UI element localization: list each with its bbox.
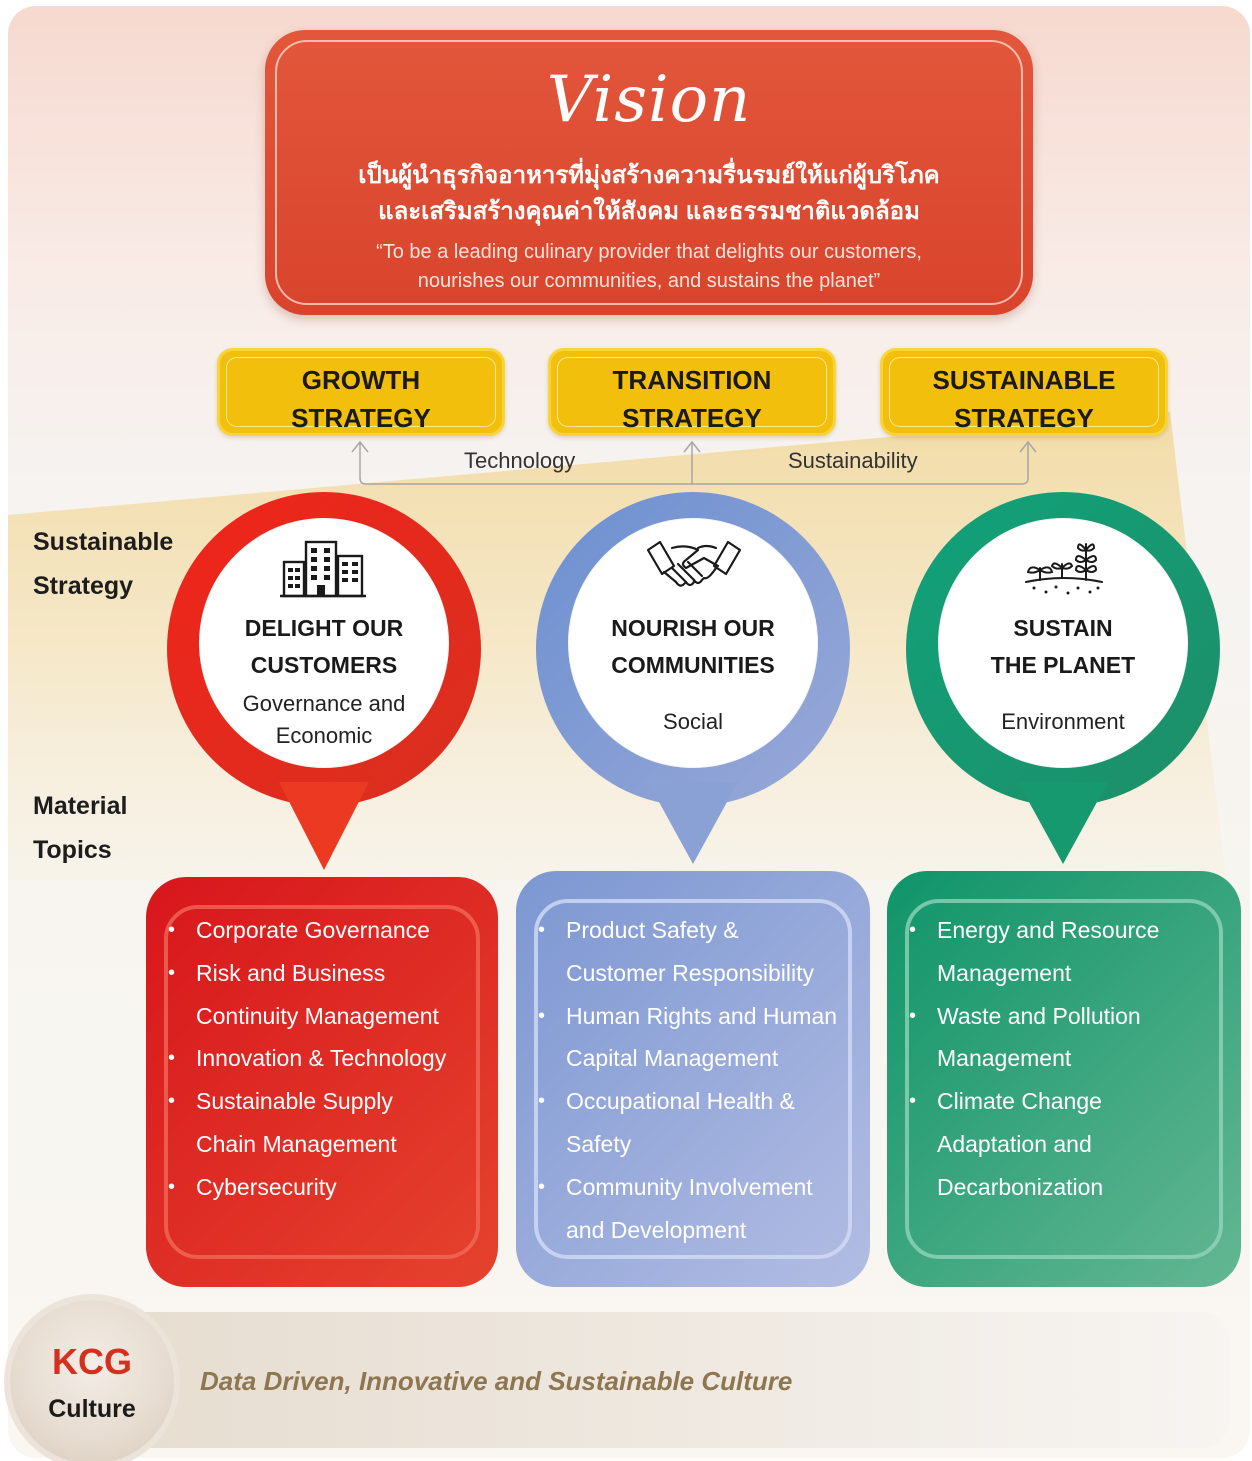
strategy-label-line: GROWTH (301, 365, 421, 395)
vision-english-text: “To be a leading culinary provider that … (265, 238, 1033, 296)
pillar-title: SUSTAIN THE PLANET (906, 610, 1220, 684)
culture-tagline: Data Driven, Innovative and Sustainable … (200, 1366, 793, 1396)
strategy-frame (226, 357, 496, 427)
transition-strategy-box: TRANSITION STRATEGY (548, 348, 836, 436)
vision-thai-line: และเสริมสร้างคุณค่าให้สังคม และธรรมชาติแ… (378, 198, 920, 225)
topic-item: Human Rights and Human (536, 995, 864, 1038)
strategy-label-line: STRATEGY (622, 403, 762, 433)
strategy-label: TRANSITION STRATEGY (551, 361, 833, 437)
pillar-subtitle-line: Economic (275, 723, 373, 748)
pillar-title-line: SUSTAIN (1013, 615, 1113, 641)
environment-topics-box: Energy and Resource Management Waste and… (887, 871, 1241, 1287)
pillar-title-line: DELIGHT OUR (244, 615, 404, 641)
pillar-subtitle-line: Governance and (242, 691, 406, 716)
growth-strategy-box: GROWTH STRATEGY (217, 348, 505, 436)
topic-item-continued: Continuity Management (196, 1002, 439, 1029)
vision-english-line: nourishes our communities, and sustains … (417, 270, 881, 292)
topic-item: Waste and Pollution (907, 995, 1235, 1038)
topic-item: Community Involvement (536, 1166, 864, 1209)
pillar-title-line: NOURISH OUR (611, 615, 775, 641)
topic-item-continued: Adaptation and (937, 1130, 1092, 1157)
social-topic-list: Product Safety & Customer Responsibility… (536, 909, 864, 1251)
pin-face (938, 518, 1188, 768)
strategy-label: GROWTH STRATEGY (220, 361, 502, 437)
side-label-line: Strategy (33, 572, 134, 600)
topic-item: Occupational Health & (536, 1080, 864, 1123)
vision-box: Vision เป็นผู้นำธุรกิจอาหารที่มุ่งสร้างค… (265, 30, 1033, 315)
kcg-title: KCG (52, 1341, 132, 1382)
social-topics-box: Product Safety & Customer Responsibility… (516, 871, 870, 1287)
topic-item-continued: Decarbonization (937, 1173, 1104, 1200)
nourish-communities-pin: NOURISH OUR COMMUNITIES Social (536, 492, 850, 872)
topic-item: Risk and Business (166, 952, 492, 995)
vision-english-line: “To be a leading culinary provider that … (376, 241, 922, 263)
governance-topic-list: Corporate Governance Risk and Business C… (166, 909, 492, 1209)
topic-item: Climate Change (907, 1080, 1235, 1123)
strategy-label-line: STRATEGY (954, 403, 1094, 433)
technology-label: Technology (464, 448, 576, 473)
vision-thai-text: เป็นผู้นำธุรกิจอาหารที่มุ่งสร้างความรื่น… (265, 158, 1033, 230)
topic-item: Sustainable Supply (166, 1080, 492, 1123)
topic-item: Product Safety & (536, 909, 864, 952)
topic-item-continued: Safety (566, 1130, 632, 1157)
pillar-title-line: CUSTOMERS (250, 652, 398, 678)
pillar-subtitle-line: Environment (1001, 709, 1125, 734)
material-topics-label: Material Topics (33, 784, 127, 872)
pillar-subtitle-line: Social (663, 709, 723, 734)
pillar-title-line: THE PLANET (990, 652, 1136, 678)
strategy-label: SUSTAINABLE STRATEGY (883, 361, 1165, 437)
topic-item-continued: Customer Responsibility (566, 959, 814, 986)
buildings-icon (280, 540, 366, 598)
strategy-label-line: TRANSITION (612, 365, 772, 395)
topic-item: Energy and Resource (907, 909, 1235, 952)
delight-customers-pin: DELIGHT OUR CUSTOMERS Governance and Eco… (167, 492, 481, 872)
topic-item-continued: Management (937, 959, 1072, 986)
strategy-label-line: STRATEGY (291, 403, 431, 433)
pillar-subtitle: Environment (906, 706, 1220, 738)
kcg-culture-badge: KCG Culture (10, 1300, 174, 1461)
strategy-frame (889, 357, 1159, 427)
strategy-frame (557, 357, 827, 427)
plants-icon (1025, 543, 1103, 595)
vision-thai-line: เป็นผู้นำธุรกิจอาหารที่มุ่งสร้างความรื่น… (358, 162, 940, 189)
vision-title: Vision (546, 63, 752, 137)
pillar-title: NOURISH OUR COMMUNITIES (536, 610, 850, 684)
pillar-title: DELIGHT OUR CUSTOMERS (167, 610, 481, 684)
strategy-label-line: SUSTAINABLE (932, 365, 1116, 395)
sustain-planet-pin: SUSTAIN THE PLANET Environment (906, 492, 1220, 872)
governance-topics-box: Corporate Governance Risk and Business C… (146, 877, 498, 1287)
sustainability-label: Sustainability (788, 448, 918, 473)
pin-face (568, 518, 818, 768)
environment-topic-list: Energy and Resource Management Waste and… (907, 909, 1235, 1209)
topic-item-continued: and Development (566, 1216, 747, 1243)
sustainable-strategy-box: SUSTAINABLE STRATEGY (880, 348, 1168, 436)
topic-item-continued: Chain Management (196, 1130, 397, 1157)
topic-item: Innovation & Technology (166, 1037, 492, 1080)
handshake-icon (646, 540, 742, 587)
topic-item: Cybersecurity (166, 1166, 492, 1209)
topics-frame (534, 899, 852, 1259)
pillar-subtitle: Social (536, 706, 850, 738)
topic-item-continued: Management (937, 1045, 1072, 1072)
vision-frame (275, 40, 1023, 305)
side-label-line: Sustainable (33, 528, 174, 556)
topic-item: Corporate Governance (166, 909, 492, 952)
topic-item-continued: Capital Management (566, 1045, 779, 1072)
kcg-subtitle: Culture (48, 1395, 136, 1423)
pillar-subtitle: Governance and Economic (167, 688, 481, 752)
sustainable-strategy-label: Sustainable Strategy (33, 520, 173, 608)
topics-frame (905, 899, 1223, 1259)
side-label-line: Topics (33, 836, 112, 864)
pillar-title-line: COMMUNITIES (611, 652, 775, 678)
culture-band (70, 1312, 1230, 1448)
side-label-line: Material (33, 792, 128, 820)
